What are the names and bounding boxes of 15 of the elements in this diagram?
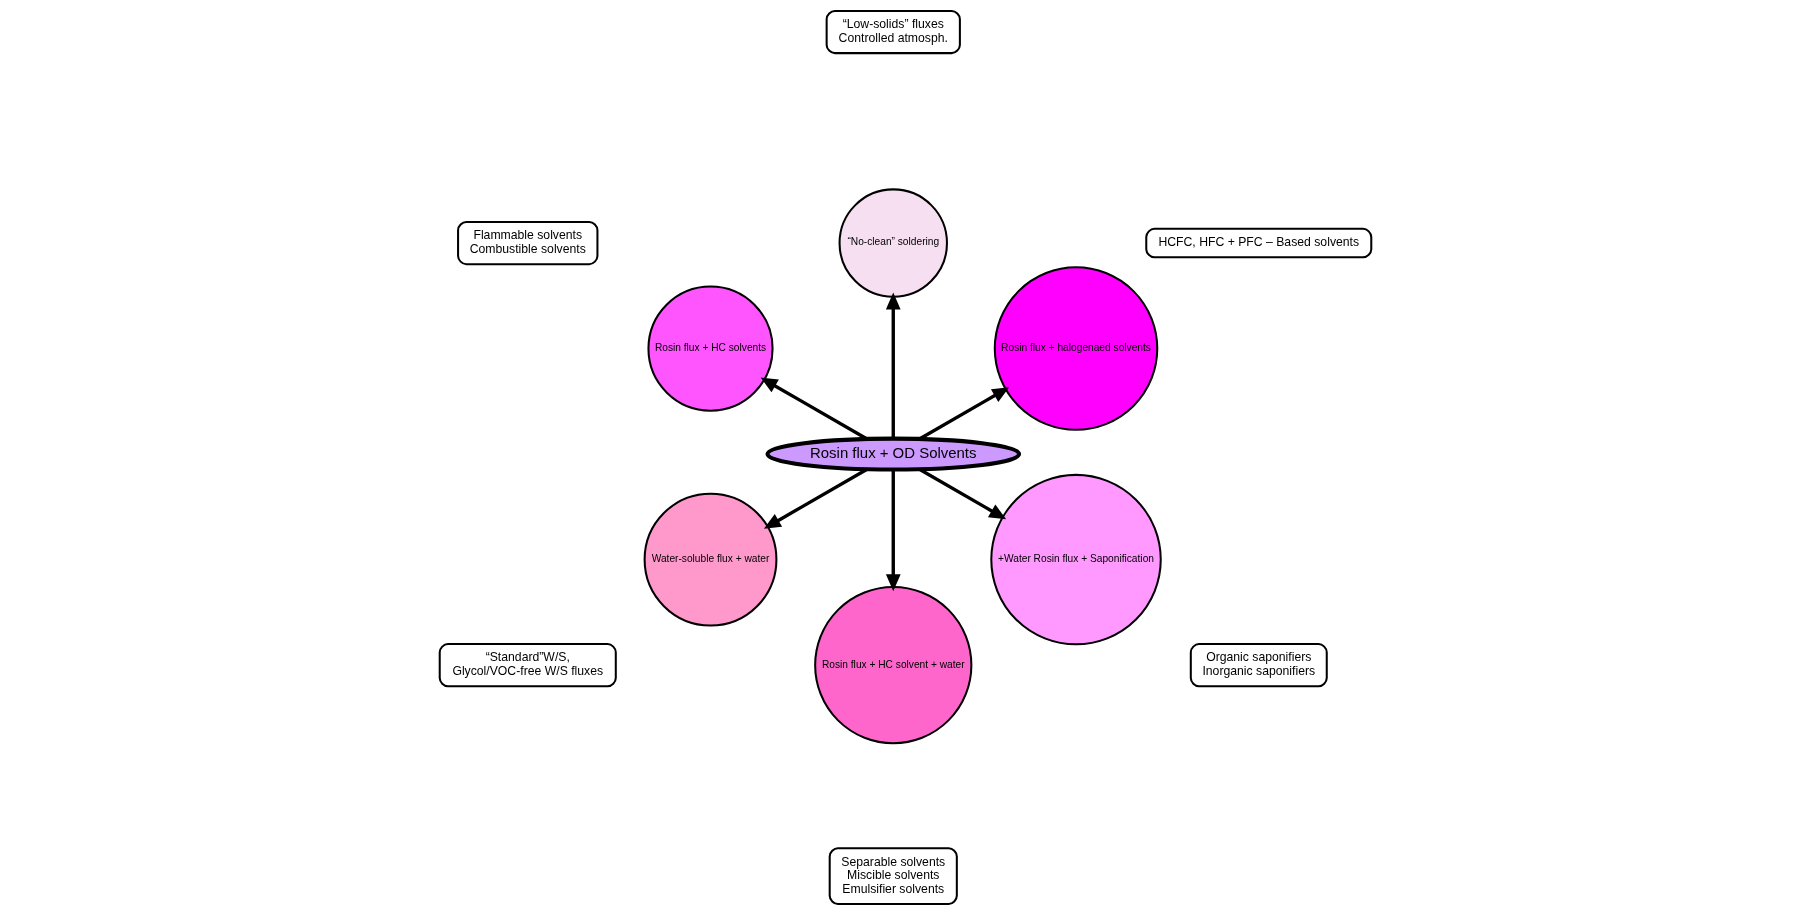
node-circle: Water-soluble flux + water	[643, 492, 777, 627]
node-box: Flammable solvents Combustible solvents	[456, 221, 598, 266]
arrow	[885, 292, 901, 439]
node-box: “Standard”W/S, Glycol/VOC-free W/S fluxes	[438, 643, 617, 688]
node-circle: Rosin flux + halogenaed solvents	[993, 266, 1158, 431]
node-box: “Low-solids” fluxes Controlled atmosph.	[825, 9, 961, 55]
node-circle: Rosin flux + HC solvents	[646, 285, 774, 412]
node-circle: Rosin flux + HC solvent + water	[813, 586, 972, 745]
arrow	[885, 469, 901, 592]
arrow	[918, 387, 1009, 441]
node-circle: “No-clean” soldering	[838, 188, 948, 298]
node-box: Separable solvents Miscible solvents Emulsifier solvents	[828, 847, 958, 906]
node-ellipse: Rosin flux + OD Solvents	[764, 436, 1021, 472]
node-box: HCFC, HFC + PFC – Based solvents	[1144, 227, 1372, 259]
node-box: Organic saponifiers Inorganic saponifiers	[1189, 643, 1328, 688]
